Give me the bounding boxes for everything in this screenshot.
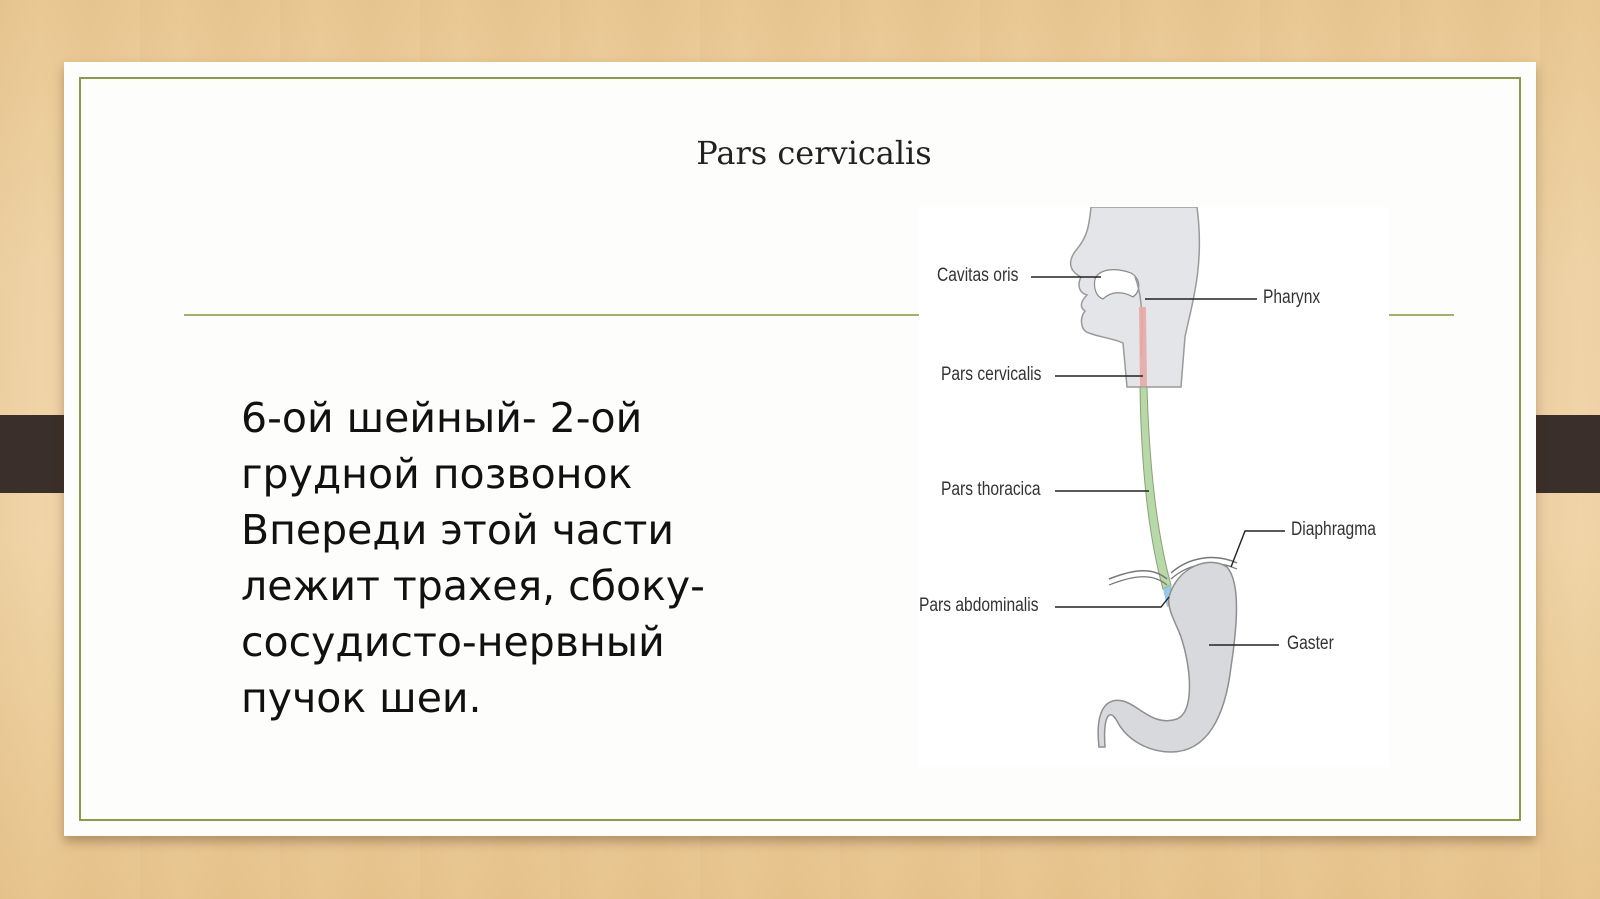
body-line: Впереди этой части xyxy=(241,506,675,554)
label-pars-abdominalis: Pars abdominalis xyxy=(919,595,1039,616)
label-gaster: Gaster xyxy=(1287,633,1334,654)
body-line: 6-ой шейный- 2-ой xyxy=(241,394,643,442)
slide-frame xyxy=(79,77,1521,821)
label-cavitas-oris: Cavitas oris xyxy=(937,265,1019,286)
label-pharynx: Pharynx xyxy=(1263,287,1321,308)
title-divider xyxy=(184,314,1454,316)
esophagus-diagram: Cavitas oris Pharynx Pars cervicalis Par… xyxy=(919,207,1389,767)
label-diaphragma: Diaphragma xyxy=(1291,519,1376,540)
head-outline xyxy=(1069,207,1201,388)
cervical-segment xyxy=(1139,307,1147,387)
diaphragm-line-2 xyxy=(1108,576,1168,586)
thoracic-segment xyxy=(1139,386,1172,590)
oral-cavity xyxy=(1093,269,1140,300)
body-line: сосудисто-нервный xyxy=(241,618,665,666)
body-text: 6-ой шейный- 2-ой грудной позвонок Впере… xyxy=(241,390,801,726)
body-line: грудной позвонок xyxy=(241,450,633,498)
diaphragm-right xyxy=(1170,556,1238,574)
leader-pars-abdominalis xyxy=(1055,596,1170,608)
slide-title: Pars cervicalis xyxy=(696,134,932,172)
body-line: лежит трахея, сбоку- xyxy=(241,562,705,610)
body-line: пучок шеи. xyxy=(241,674,482,722)
label-pars-thoracica: Pars thoracica xyxy=(941,479,1041,500)
leader-diaphragma xyxy=(1230,530,1285,568)
slide: Pars cervicalis 6-ой шейный- 2-ой грудно… xyxy=(64,62,1536,836)
stomach xyxy=(1097,561,1238,753)
label-pars-cervicalis: Pars cervicalis xyxy=(941,364,1042,385)
esophagus-illustration xyxy=(1031,207,1285,753)
diaphragm-line xyxy=(1108,570,1168,580)
